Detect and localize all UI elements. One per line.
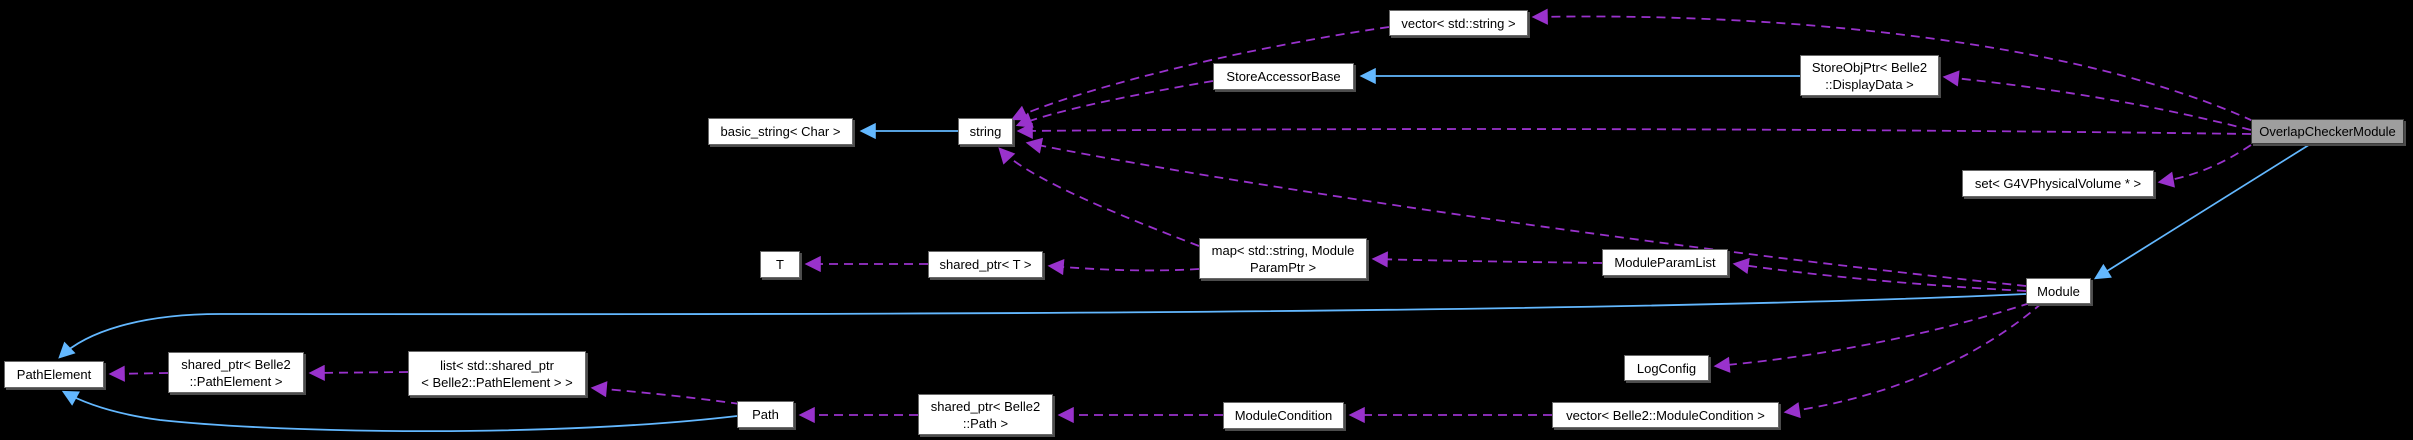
edge-storeaccessorbase-to-string	[1015, 80, 1214, 128]
node-path-element[interactable]: PathElement	[4, 361, 104, 388]
edge-overlapcheckermodule-to-module	[2093, 142, 2313, 280]
node-string[interactable]: string	[958, 118, 1013, 145]
edge-module-to-pathelement	[58, 293, 2027, 359]
node-store-accessor-base[interactable]: StoreAccessorBase	[1213, 63, 1354, 90]
node-module-param-list[interactable]: ModuleParamList	[1602, 249, 1728, 276]
edge-moduleparamlist-to-map	[1371, 251, 1603, 268]
node-basic-string-char[interactable]: basic_string< Char >	[708, 118, 853, 145]
node-store-obj-ptr-display-data[interactable]: StoreObjPtr< Belle2 ::DisplayData >	[1800, 55, 1939, 96]
edge-map-to-shared-ptr-t	[1047, 259, 1200, 276]
node-list-shared-ptr-path-element[interactable]: list< std::shared_ptr < Belle2::PathElem…	[408, 351, 586, 396]
node-set-g4vphysicalvolume[interactable]: set< G4VPhysicalVolume * >	[1962, 170, 2154, 197]
edge-ocm-to-set-g4v	[2157, 144, 2252, 188]
edge-path-to-pathelement	[61, 390, 738, 433]
edge-ocm-to-storeobjptr	[1942, 70, 2252, 131]
node-map-string-moduleparamptr[interactable]: map< std::string, Module ParamPtr >	[1199, 238, 1367, 279]
edge-shared-ptr-pathelement-to-pathelement	[108, 365, 169, 382]
node-module[interactable]: Module	[2026, 278, 2091, 304]
node-vector-module-condition[interactable]: vector< Belle2::ModuleCondition >	[1552, 402, 1779, 428]
edge-module-to-logconfig	[1713, 302, 2031, 373]
edge-map-to-string	[998, 147, 1200, 247]
edge-module-to-string	[1025, 137, 2027, 287]
node-shared-ptr-t[interactable]: shared_ptr< T >	[928, 251, 1043, 278]
edge-ocm-to-vector-std-string	[1531, 8, 2254, 122]
node-overlap-checker-module[interactable]: OverlapCheckerModule	[2251, 119, 2404, 144]
edge-module-to-moduleparamlist	[1732, 257, 2027, 292]
edge-list-to-shared-ptr-pathelement	[308, 364, 409, 381]
node-module-condition[interactable]: ModuleCondition	[1223, 402, 1344, 429]
node-t[interactable]: T	[760, 251, 800, 278]
node-shared-ptr-path[interactable]: shared_ptr< Belle2 ::Path >	[918, 394, 1053, 435]
edge-path-to-list	[590, 381, 741, 405]
edge-vector-std-string-to-string	[1010, 26, 1390, 121]
edge-module-to-vector-modulecondition	[1783, 302, 2043, 419]
edge-ocm-to-string	[1016, 122, 2252, 139]
node-vector-std-string[interactable]: vector< std::string >	[1389, 10, 1528, 36]
node-log-config[interactable]: LogConfig	[1624, 355, 1709, 381]
node-shared-ptr-path-element[interactable]: shared_ptr< Belle2 ::PathElement >	[168, 352, 304, 393]
node-path[interactable]: Path	[737, 401, 794, 428]
